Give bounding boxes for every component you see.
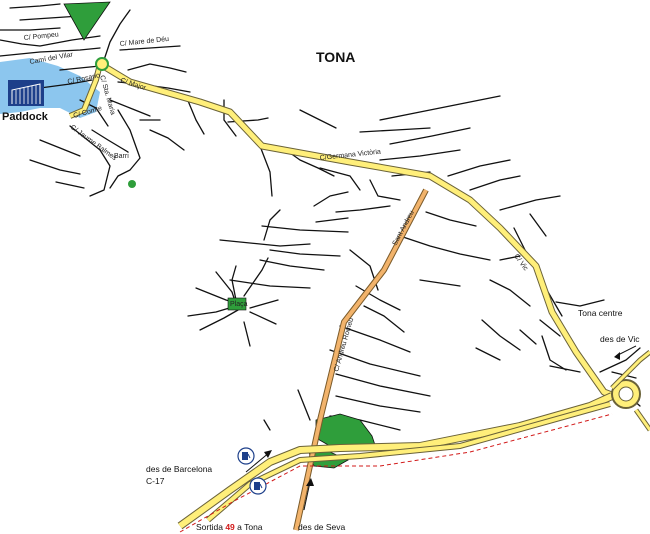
label-des-de-barcelona: des de Barcelona bbox=[146, 464, 212, 474]
street-jaume-balmes: C/ Jaume Balmes bbox=[69, 124, 118, 162]
secondary-road-fill bbox=[294, 189, 428, 531]
fuel-station-icon bbox=[249, 477, 267, 495]
town-streets bbox=[187, 95, 641, 431]
main-road bbox=[96, 60, 634, 406]
street-plaza: Plaça bbox=[230, 301, 248, 308]
label-des-de-seva: des de Seva bbox=[298, 522, 346, 532]
street-barri: Barri bbox=[114, 153, 129, 160]
park-dot bbox=[128, 180, 136, 188]
label-des-de-vic: des de Vic bbox=[600, 334, 640, 344]
plaza-park bbox=[227, 297, 247, 311]
street-sant-andreu: Sant Andreu bbox=[392, 210, 416, 247]
paddock-building-icon bbox=[8, 80, 44, 106]
paddock-label: Paddock bbox=[2, 111, 49, 123]
town-node bbox=[95, 57, 109, 71]
label-c17: C-17 bbox=[146, 476, 165, 486]
street-cami-vilar: Camí del Vilar bbox=[29, 51, 74, 66]
street-pompeu: C/ Pompeu bbox=[23, 31, 59, 42]
direction-arrow-icon bbox=[303, 478, 314, 511]
fuel-station-icon bbox=[237, 447, 255, 465]
park-top bbox=[63, 1, 111, 41]
main-road-fill bbox=[97, 61, 633, 405]
street-mare-deu: C/ Mare de Déu bbox=[119, 36, 169, 48]
map-title: TONA bbox=[316, 49, 355, 65]
direction-arrow-icon bbox=[245, 450, 272, 473]
exit-dashed bbox=[179, 413, 613, 533]
label-sortida: Sortida 49 a Tona bbox=[196, 522, 263, 532]
label-tona-centre: Tona centre bbox=[578, 308, 623, 318]
direction-arrow-icon bbox=[614, 345, 637, 360]
secondary-road bbox=[293, 188, 429, 531]
